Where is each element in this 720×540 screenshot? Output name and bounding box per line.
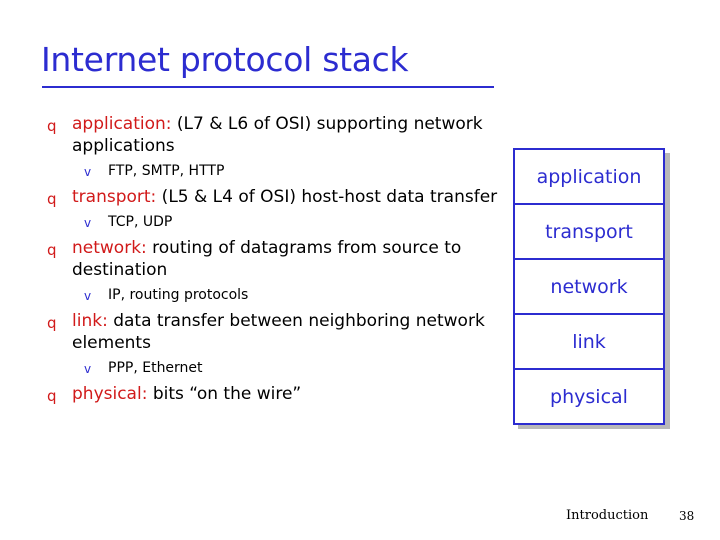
sub-bullet-text: TCP, UDP	[108, 214, 173, 230]
bullet-marker-square-icon: q	[47, 314, 57, 332]
bullet-item: q network: routing of datagrams from sou…	[44, 237, 514, 281]
bullet-keyword: physical:	[72, 384, 148, 404]
stack-layer-transport: transport	[513, 203, 665, 260]
sub-bullet-marker-diamond-icon: v	[84, 289, 92, 303]
bullet-marker-square-icon: q	[47, 387, 57, 405]
bullet-keyword: application:	[72, 114, 172, 134]
bullet-marker-square-icon: q	[47, 190, 57, 208]
stack-layer-network: network	[513, 258, 665, 315]
title-underline	[42, 86, 494, 88]
bullet-text: (L5 & L4 of OSI) host-host data transfer	[156, 187, 498, 207]
bullet-text: routing of datagrams from source to dest…	[72, 238, 462, 280]
sub-bullet-marker-diamond-icon: v	[84, 165, 92, 179]
protocol-stack-diagram: application transport network link physi…	[513, 148, 665, 425]
footer-page-number: 38	[679, 509, 695, 523]
sub-bullet-item: v PPP, Ethernet	[44, 358, 514, 378]
bullet-item: q link: data transfer between neighborin…	[44, 310, 514, 354]
sub-bullet-text: IP, routing protocols	[108, 287, 249, 303]
stack-layer-application: application	[513, 148, 665, 205]
bullet-keyword: transport:	[72, 187, 157, 207]
stack-layer-link: link	[513, 313, 665, 370]
bullet-list: q application: (L7 & L6 of OSI) supporti…	[44, 113, 514, 406]
bullet-keyword: network:	[72, 238, 147, 258]
sub-bullet-item: v IP, routing protocols	[44, 285, 514, 305]
bullet-text: (L7 & L6 of OSI) supporting network appl…	[72, 114, 483, 156]
sub-bullet-marker-diamond-icon: v	[84, 362, 92, 376]
sub-bullet-item: v TCP, UDP	[44, 212, 514, 232]
page-title: Internet protocol stack	[41, 40, 409, 79]
bullet-item: q physical: bits “on the wire”	[44, 383, 514, 405]
sub-bullet-item: v FTP, SMTP, HTTP	[44, 161, 514, 181]
bullet-text: data transfer between neighboring networ…	[72, 311, 485, 353]
sub-bullet-text: PPP, Ethernet	[108, 360, 203, 376]
footer-section-label: Introduction	[566, 508, 649, 523]
bullet-item: q transport: (L5 & L4 of OSI) host-host …	[44, 186, 514, 208]
stack-layer-physical: physical	[513, 368, 665, 425]
bullet-marker-square-icon: q	[47, 241, 57, 259]
bullet-marker-square-icon: q	[47, 117, 57, 135]
bullet-text: bits “on the wire”	[147, 384, 302, 404]
sub-bullet-marker-diamond-icon: v	[84, 216, 92, 230]
bullet-keyword: link:	[72, 311, 108, 331]
sub-bullet-text: FTP, SMTP, HTTP	[108, 163, 225, 179]
bullet-item: q application: (L7 & L6 of OSI) supporti…	[44, 113, 514, 157]
